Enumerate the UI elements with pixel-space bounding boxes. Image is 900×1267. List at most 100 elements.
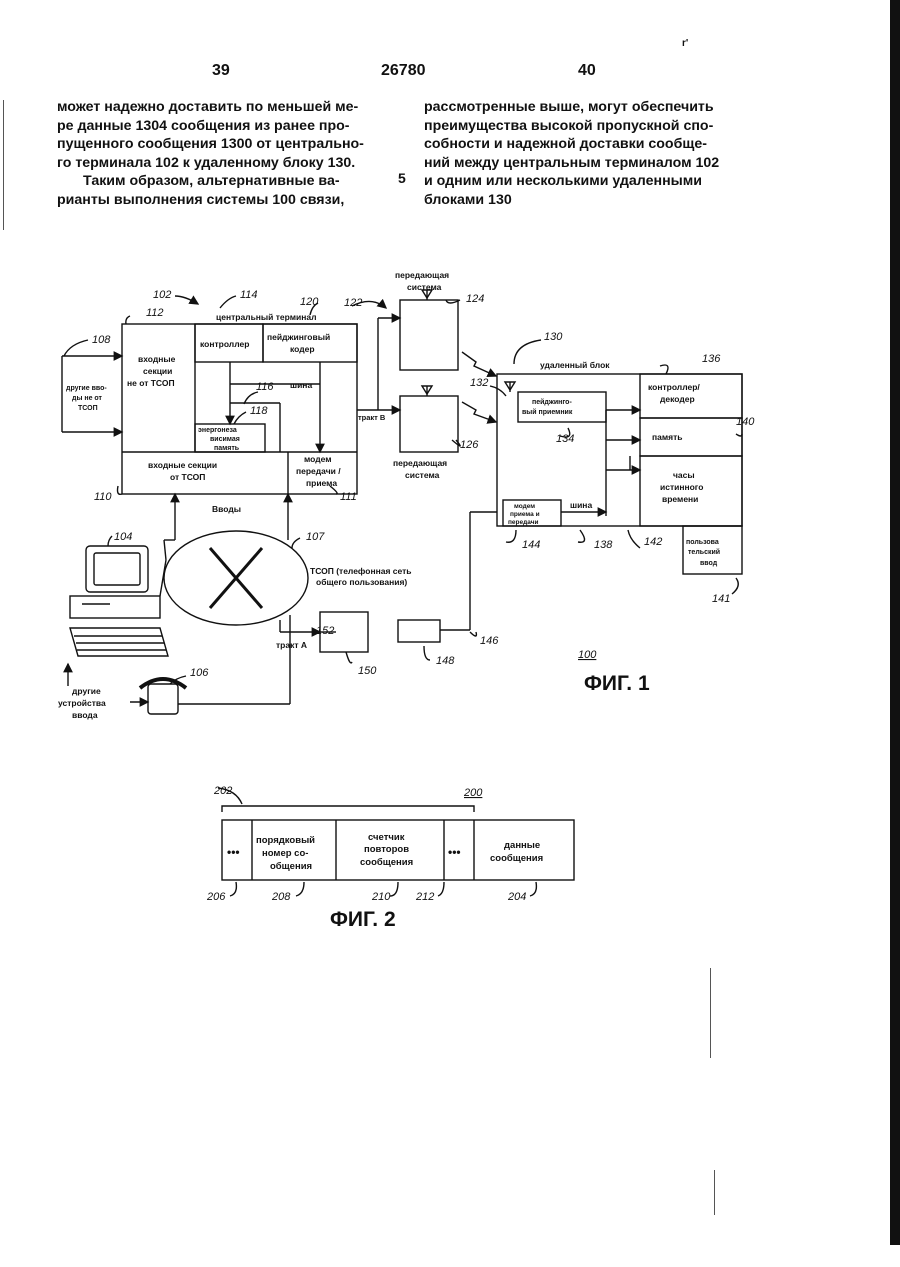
ref-110: 110: [94, 491, 112, 503]
label-other-inputs-1: другие вво-: [66, 385, 107, 392]
label-transmit-top-1: передающая: [395, 270, 449, 280]
label-memory-3: память: [214, 445, 240, 452]
data-label-1: данные: [504, 840, 540, 851]
label-inputs-non-pstn-2: секции: [143, 366, 172, 376]
label-paging-coder-1: пейджинговый: [267, 332, 330, 342]
paging-coder-box: [263, 324, 357, 362]
ref-104: 104: [114, 531, 132, 543]
seq-label-1: порядковый: [256, 835, 315, 846]
figure-2-caption: ФИГ. 2: [330, 908, 396, 931]
computer-base: [70, 596, 160, 618]
label-paging-coder-2: кодер: [290, 344, 315, 354]
ref-111: 111: [340, 491, 357, 503]
label-transmit-top-2: система: [407, 282, 442, 292]
ref-116: 116: [256, 381, 274, 393]
ref-200: 200: [463, 787, 483, 799]
label-memory-2: висимая: [210, 436, 240, 443]
ref-142: 142: [644, 536, 662, 548]
ref-122: 122: [344, 297, 362, 309]
ref-208: 208: [271, 891, 291, 903]
label-transmit-bottom-2: система: [405, 470, 440, 480]
ref-136: 136: [702, 353, 721, 365]
figure-1-labels: передающая система центральный терминал …: [58, 270, 755, 720]
label-user-input-3: ввод: [700, 560, 718, 567]
label-transmit-bottom-1: передающая: [393, 458, 447, 468]
brace-202: [222, 806, 474, 812]
dots-right: •••: [448, 845, 461, 859]
label-other-devices-3: ввода: [72, 710, 98, 720]
label-clock-2: истинного: [660, 482, 703, 492]
label-other-inputs-2: ды не от: [72, 395, 103, 402]
ref-204: 204: [507, 891, 526, 903]
label-controller-decoder-1: контроллер/: [648, 382, 700, 392]
label-path-a: тракт A: [276, 640, 307, 650]
retry-label-2: повторов: [364, 844, 409, 855]
label-path-b: тракт B: [358, 413, 386, 422]
transmitter-top-box: [400, 300, 458, 370]
label-other-inputs-3: ТСОП: [78, 405, 98, 412]
label-user-input-1: пользова: [686, 539, 719, 546]
label-central-terminal: центральный терминал: [216, 312, 317, 322]
label-bus-remote: шина: [570, 500, 592, 510]
label-modem-remote-3: передачи: [508, 519, 538, 526]
seq-label-2: номер со-: [262, 848, 308, 859]
ref-108: 108: [92, 334, 111, 346]
label-modem-central-1: модем: [304, 454, 332, 464]
label-modem-remote-2: приема и: [510, 511, 540, 518]
ref-141: 141: [712, 593, 730, 605]
ref-202: 202: [213, 785, 232, 797]
retry-label-1: счетчик: [368, 832, 405, 843]
label-other-devices-1: другие: [72, 686, 101, 696]
label-clock-1: часы: [673, 470, 695, 480]
figure-1-caption: ФИГ. 1: [584, 672, 650, 695]
dots-left: •••: [227, 845, 240, 859]
label-pstn-1: ТСОП (телефонная сеть: [310, 566, 412, 576]
label-pstn-2: общего пользования): [316, 577, 407, 587]
telephone: [148, 684, 178, 714]
ref-132: 132: [470, 377, 488, 389]
scan-margin-mark: [714, 1170, 715, 1215]
label-inputs-pstn-1: входные секции: [148, 460, 217, 470]
label-modem-central-3: приема: [306, 478, 337, 488]
ref-130: 130: [544, 331, 563, 343]
ref-148: 148: [436, 655, 455, 667]
modem-device-148: [398, 620, 440, 642]
ref-152: 152: [316, 625, 334, 637]
ref-138: 138: [594, 539, 613, 551]
label-modem-central-2: передачи /: [296, 466, 341, 476]
ref-118: 118: [250, 405, 268, 417]
label-modem-remote-1: модем: [514, 503, 535, 510]
label-clock-3: времени: [662, 494, 698, 504]
ref-126: 126: [460, 439, 479, 451]
ref-107: 107: [306, 531, 325, 543]
ref-144: 144: [522, 539, 540, 551]
label-paging-receiver-1: пейджинго-: [532, 398, 572, 406]
label-other-devices-2: устройства: [58, 698, 106, 708]
ref-146: 146: [480, 635, 499, 647]
label-memory-remote: память: [652, 432, 683, 442]
seq-label-3: общения: [270, 861, 312, 872]
ref-212: 212: [415, 891, 434, 903]
label-inputs-non-pstn-1: входные: [138, 354, 176, 364]
ref-124: 124: [466, 293, 484, 305]
label-paging-receiver-2: вый приемник: [522, 408, 573, 416]
ref-106: 106: [190, 667, 209, 679]
label-controller: контроллер: [200, 339, 249, 349]
ref-134: 134: [556, 433, 574, 445]
scan-margin-mark: [3, 100, 4, 230]
ref-100: 100: [578, 649, 597, 661]
scan-margin-mark: [710, 968, 711, 1058]
label-inputs-pstn-2: от ТСОП: [170, 472, 205, 482]
ref-150: 150: [358, 665, 377, 677]
transmitter-bottom-box: [400, 396, 458, 452]
label-remote-unit: удаленный блок: [540, 360, 610, 370]
figure-2-labels: ••• порядковый номер со- общения счетчик…: [206, 785, 543, 931]
retry-label-3: сообщения: [360, 857, 413, 868]
keyboard: [70, 628, 168, 656]
label-bus-central: шина: [290, 380, 312, 390]
label-inputs: Вводы: [212, 504, 241, 514]
scan-edge-bar: [890, 0, 900, 1245]
paging-receiver-box: [518, 392, 606, 422]
ref-206: 206: [206, 891, 226, 903]
